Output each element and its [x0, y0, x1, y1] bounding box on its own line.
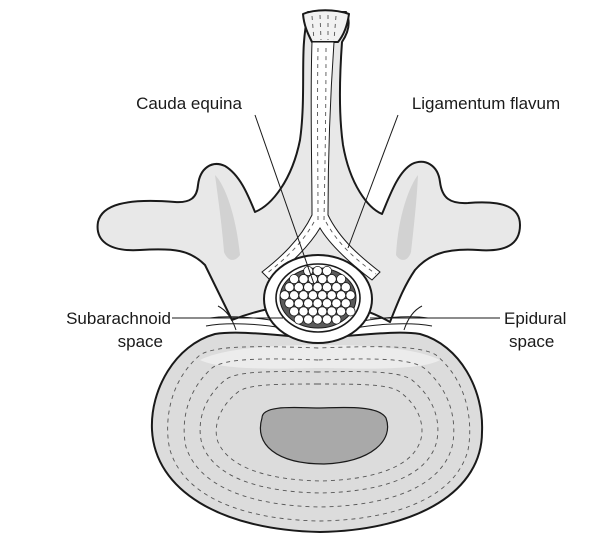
nerve-root: [285, 299, 294, 308]
nerve-root: [322, 315, 331, 324]
nerve-root: [304, 283, 313, 292]
nerve-root: [285, 283, 294, 292]
nerve-root: [341, 299, 350, 308]
nerve-root: [290, 307, 299, 316]
nerve-root: [294, 283, 303, 292]
nerve-root: [327, 291, 336, 300]
nerve-root: [318, 307, 327, 316]
nerve-root: [294, 315, 303, 324]
label-cauda-equina: Cauda equina: [136, 94, 242, 113]
nerve-root: [332, 299, 341, 308]
nerve-root: [313, 299, 322, 308]
nerve-root: [322, 266, 331, 275]
nerve-root: [304, 299, 313, 308]
nerve-root: [313, 315, 322, 324]
nerve-root: [322, 299, 331, 308]
nerve-root: [290, 275, 299, 284]
label-epidural-line2: space: [509, 332, 554, 351]
nerve-root: [299, 307, 308, 316]
nerve-root: [294, 299, 303, 308]
nerve-root: [313, 266, 322, 275]
nerve-root: [280, 291, 289, 300]
nerve-root: [332, 283, 341, 292]
cauda-equina-roots: [280, 266, 355, 324]
nerve-root: [308, 291, 317, 300]
label-subarachnoid-line1: Subarachnoid: [66, 309, 171, 328]
nerve-root: [313, 283, 322, 292]
label-ligamentum-flavum: Ligamentum flavum: [412, 94, 560, 113]
nerve-root: [337, 307, 346, 316]
nerve-root: [327, 275, 336, 284]
label-epidural-line1: Epidural: [504, 309, 566, 328]
nerve-root: [318, 291, 327, 300]
nerve-root: [332, 315, 341, 324]
nerve-root: [318, 275, 327, 284]
nerve-root: [299, 275, 308, 284]
label-subarachnoid-line2: space: [118, 332, 163, 351]
nerve-root: [322, 283, 331, 292]
nerve-root: [290, 291, 299, 300]
nerve-root: [304, 315, 313, 324]
nerve-root: [337, 275, 346, 284]
nerve-root: [299, 291, 308, 300]
nerve-root: [341, 283, 350, 292]
nerve-root: [337, 291, 346, 300]
nerve-root: [308, 307, 317, 316]
spinous-process-tip: [303, 10, 349, 42]
nerve-root: [327, 307, 336, 316]
nerve-root: [346, 291, 355, 300]
